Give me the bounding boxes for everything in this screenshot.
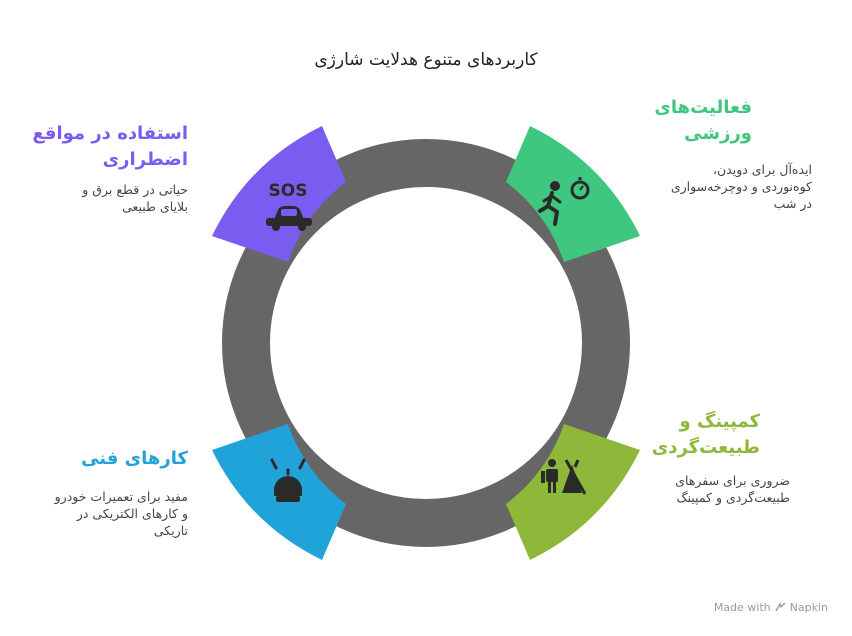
napkin-logo-icon bbox=[775, 602, 786, 612]
camping-heading: کمپینگ و طبیعت‌گردی bbox=[652, 409, 760, 461]
sports-heading-line-2: ورزشی bbox=[684, 123, 752, 144]
sports-heading-line-1: فعالیت‌های bbox=[654, 97, 752, 118]
technical-desc-line-1: مفید برای تعمیرات خودرو bbox=[54, 489, 188, 504]
emergency-heading: استفاده در مواقع اضطراری bbox=[32, 121, 188, 173]
technical-heading-line-1: کارهای فنی bbox=[81, 448, 188, 469]
technical-desc-line-3: تاریکی bbox=[153, 523, 188, 538]
emergency-desc-line-1: حیاتی در قطع برق و bbox=[82, 182, 188, 197]
camping-description: ضروری برای سفرهای طبیعت‌گردی و کمپینگ bbox=[675, 472, 790, 506]
segment-emergency-block bbox=[212, 126, 346, 262]
camper-tent-icon bbox=[541, 459, 587, 495]
watermark-brand: Napkin bbox=[789, 601, 828, 614]
sports-heading: فعالیت‌های ورزشی bbox=[654, 95, 752, 147]
camping-heading-line-1: کمپینگ و bbox=[679, 411, 760, 432]
emergency-desc-line-2: بلایای طبیعی bbox=[122, 199, 188, 214]
technical-description: مفید برای تعمیرات خودرو و کارهای الکتریک… bbox=[55, 488, 188, 539]
runner-stopwatch-icon bbox=[538, 177, 590, 226]
camping-desc-line-2: طبیعت‌گردی و کمپینگ bbox=[676, 490, 790, 505]
sos-label: SOS bbox=[269, 181, 308, 201]
emergency-heading-line-1: استفاده در مواقع bbox=[32, 123, 188, 144]
technical-desc-line-2: و کارهای الکتریکی در bbox=[76, 506, 188, 521]
watermark: Made with Napkin bbox=[714, 601, 828, 614]
sports-description: ایده‌آل برای دویدن، کوه‌نوردی و دوچرخه‌س… bbox=[671, 161, 812, 212]
camping-heading-line-2: طبیعت‌گردی bbox=[651, 437, 760, 458]
diagram-title: کاربردهای متنوع هدلایت شارژی bbox=[314, 50, 538, 70]
cycle-ring bbox=[222, 139, 630, 547]
emergency-description: حیاتی در قطع برق و بلایای طبیعی bbox=[82, 181, 188, 215]
sports-desc-line-3: در شب bbox=[773, 196, 812, 211]
mechanic-helmet-icon bbox=[270, 458, 306, 502]
emergency-heading-line-2: اضطراری bbox=[102, 149, 188, 170]
sports-desc-line-1: ایده‌آل برای دویدن، bbox=[712, 162, 812, 177]
sos-car-icon: SOS bbox=[266, 181, 312, 231]
sports-desc-line-2: کوه‌نوردی و دوچرخه‌سواری bbox=[670, 179, 812, 194]
technical-heading: کارهای فنی bbox=[81, 446, 188, 472]
watermark-made-with: Made with bbox=[713, 601, 771, 614]
camping-desc-line-1: ضروری برای سفرهای bbox=[675, 473, 790, 488]
